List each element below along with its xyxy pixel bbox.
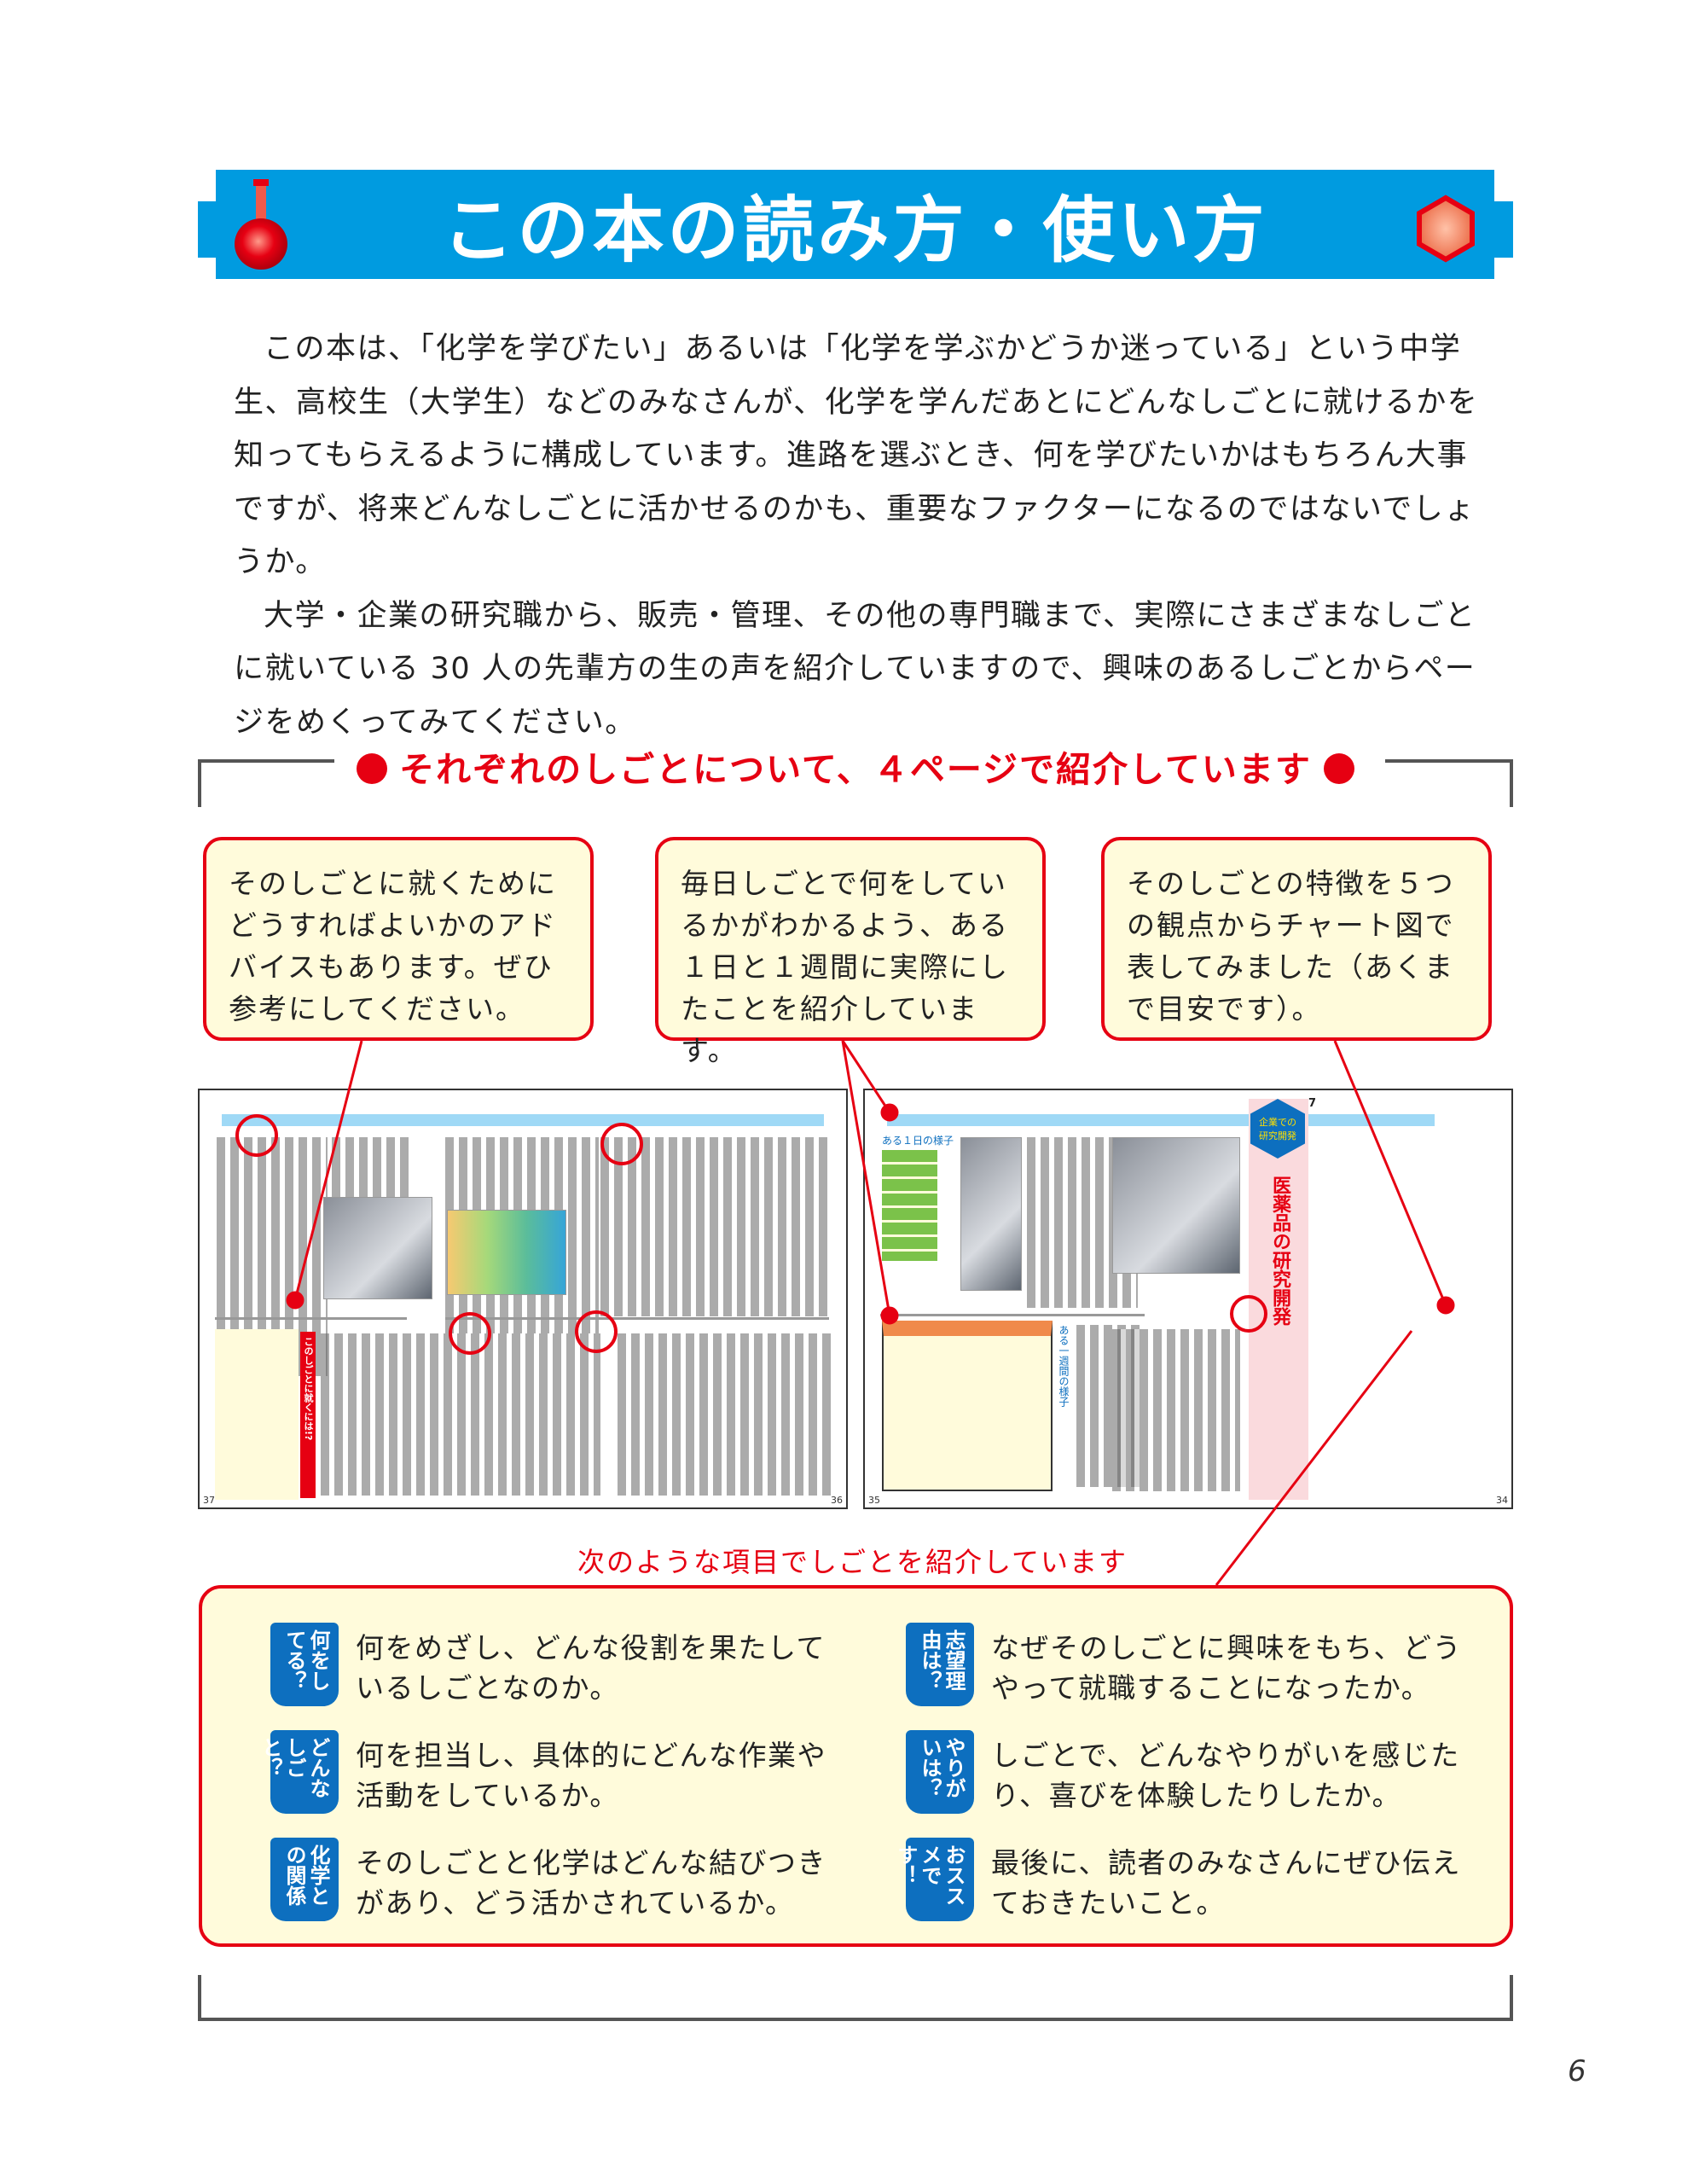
section-title: それぞれのしごとについて、４ページで紹介しています (198, 741, 1513, 792)
highlight-circle (600, 1123, 643, 1165)
item-chemistry: 化学との関係そのしごとと化学はどんな結びつきがあり、どう活かされているか。 (270, 1838, 850, 1923)
item-text: しごとで、どんなやりがいを感じたり、喜びを体験したりしたか。 (991, 1739, 1460, 1812)
photo (960, 1137, 1022, 1291)
photo (1112, 1137, 1240, 1274)
hexagon-icon (1417, 195, 1475, 263)
item-tab: 化学との関係 (270, 1838, 339, 1921)
week-label: ある一週間の様子 (1058, 1325, 1070, 1407)
intro-text: この本は、「化学を学びたい」あるいは「化学を学ぶかどうか迷っている」という中学生… (234, 322, 1496, 749)
day-schedule (882, 1150, 937, 1261)
item-tab: どんなしごと？ (258, 1730, 339, 1814)
divider (1510, 759, 1513, 807)
page-number: 34 (1496, 1495, 1508, 1506)
item-text: 何をめざし、どんな役割を果たしているしごとなのか。 (356, 1631, 826, 1705)
divider (198, 759, 334, 763)
week-schedule (882, 1321, 1053, 1491)
callout-advice: そのしごとに就くためにどうすればよいかのアドバイスもあります。ぜひ参考にしてくだ… (203, 837, 594, 1041)
job-title: 医薬品の研究開発 (1269, 1176, 1290, 1326)
item-text: 最後に、読者のみなさんにぜひ伝えておきたいこと。 (991, 1846, 1462, 1920)
item-rewards: やりがいは？しごとで、どんなやりがいを感じたり、喜びを体験したりしたか。 (906, 1730, 1486, 1815)
page-title: この本の読み方・使い方 (442, 188, 1268, 272)
item-motivation: 志望理由は？なぜそのしごとに興味をもち、どうやって就職することになったか。 (906, 1623, 1486, 1708)
callout-chart: そのしごとの特徴を５つの観点からチャート図で表してみました（あくまで目安です）。 (1101, 837, 1492, 1041)
page-number: 36 (831, 1495, 843, 1506)
page-header-band (887, 1114, 1435, 1126)
intro-paragraph: 大学・企業の研究職から、販売・管理、その他の専門職まで、実際にさまざまなしごとに… (234, 598, 1476, 740)
page-number: 6 (1568, 2054, 1586, 2088)
section-title-text: それぞれのしごとについて、４ページで紹介しています (399, 749, 1312, 790)
item-recommend: おススメです！最後に、読者のみなさんにぜひ伝えておきたいこと。 (894, 1838, 1486, 1923)
dot-icon (357, 753, 388, 784)
spread-right: ある１日の様子 医薬品の研究開発 企業での研究開発 7 ある一週間の様子 35 … (863, 1089, 1513, 1509)
highlight-circle (235, 1114, 278, 1157)
item-what: 何をしてる？何をめざし、どんな役割を果たしているしごとなのか。 (270, 1623, 850, 1708)
items-subtitle: 次のような項目でしごとを紹介しています (577, 1546, 1128, 1578)
divider (1385, 759, 1513, 763)
page-number: 37 (203, 1495, 215, 1506)
items-box: 何をしてる？何をめざし、どんな役割を果たしているしごとなのか。 どんなしごと？何… (199, 1585, 1513, 1947)
header-banner: この本の読み方・使い方 (216, 170, 1494, 279)
radar-chart-icon (1230, 1295, 1267, 1333)
page-header-band (222, 1114, 824, 1126)
highlight-circle (449, 1312, 491, 1355)
item-tab: おススメです！ (894, 1838, 974, 1921)
section-heading: それぞれのしごとについて、４ページで紹介しています (198, 749, 1513, 809)
diagram (447, 1210, 566, 1295)
intro-paragraph: この本は、「化学を学びたい」あるいは「化学を学ぶかどうか迷っている」という中学生… (234, 332, 1479, 579)
dot-icon (1323, 753, 1354, 784)
photo (323, 1197, 432, 1299)
page-number: 35 (868, 1495, 880, 1506)
advice-band: このしごとに就くには!? (300, 1332, 316, 1498)
highlight-circle (575, 1310, 618, 1353)
item-tab: やりがいは？ (906, 1730, 974, 1814)
item-tab: 志望理由は？ (906, 1623, 974, 1706)
spread-left: このしごとに就くには!? 37 36 (198, 1089, 848, 1509)
divider (198, 759, 201, 807)
advice-label: このしごとに就くには!? (303, 1337, 314, 1441)
item-job: どんなしごと？何を担当し、具体的にどんな作業や活動をしているか。 (258, 1730, 850, 1815)
flask-icon (235, 179, 287, 270)
advice-box (215, 1329, 299, 1500)
item-text: なぜそのしごとに興味をもち、どうやって就職することになったか。 (991, 1631, 1462, 1705)
item-text: そのしごとと化学はどんな結びつきがあり、どう活かされているか。 (356, 1846, 826, 1920)
day-label: ある１日の様子 (882, 1135, 954, 1147)
item-tab: 何をしてる？ (270, 1623, 339, 1706)
bottom-bracket (198, 1975, 1513, 2021)
sample-spread: このしごとに就くには!? 37 36 ある１日の様子 医薬品の研究開発 企業での… (198, 1089, 1513, 1509)
item-text: 何を担当し、具体的にどんな作業や活動をしているか。 (356, 1739, 826, 1812)
job-number: 7 (1308, 1097, 1317, 1110)
callout-schedule: 毎日しごとで何をしているかがわかるよう、ある１日と１週間に実際にしたことを紹介し… (655, 837, 1046, 1067)
